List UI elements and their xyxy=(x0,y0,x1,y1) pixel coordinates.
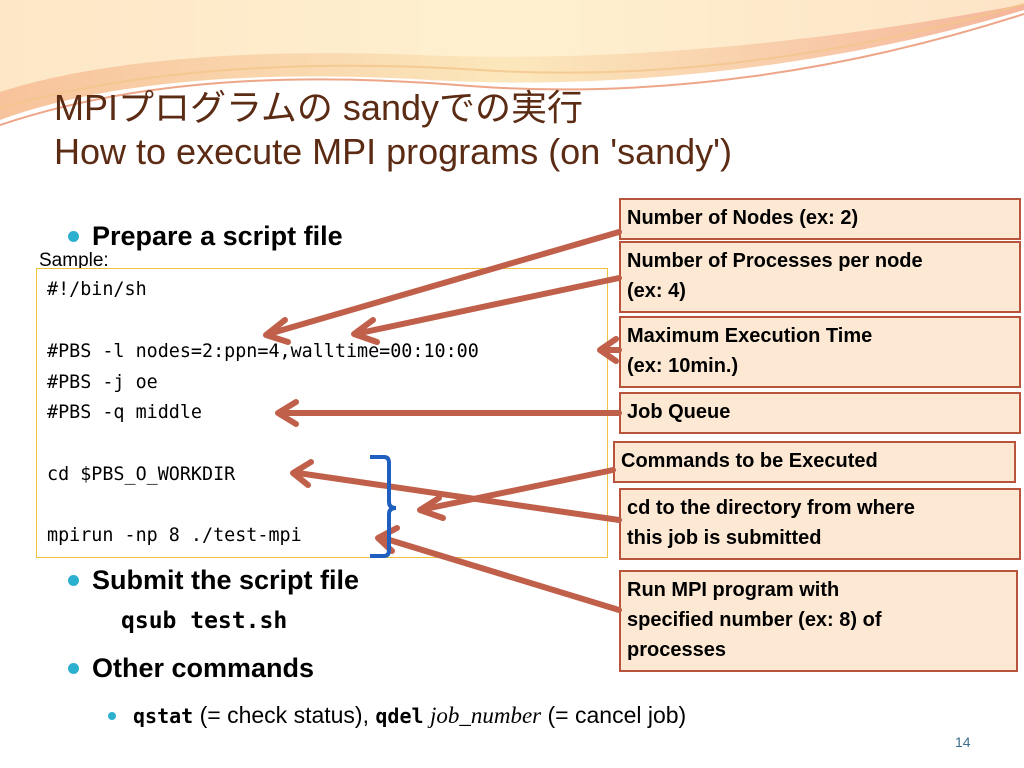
arrow-to-mpirun xyxy=(380,535,622,613)
callout-queue: Job Queue xyxy=(619,392,1021,434)
callout-commands: Commands to be Executed xyxy=(613,441,1016,483)
bullet-submit: Submit the script file xyxy=(68,564,360,596)
callout-commands-text: Commands to be Executed xyxy=(621,450,878,472)
script-line-mpirun: mpirun -np 8 ./test-mpi xyxy=(47,525,302,546)
qstat-command: qstat xyxy=(133,704,194,728)
arrow-to-walltime-head xyxy=(597,336,619,364)
bullet-prepare-label: Prepare a script file xyxy=(92,221,343,251)
script-line-shebang: #!/bin/sh xyxy=(47,279,147,300)
title-line-japanese: MPIプログラムの sandyでの実行 xyxy=(54,87,583,128)
callout-processes: Number of Processes per node (ex: 4) xyxy=(619,241,1021,313)
script-line-join: #PBS -j oe xyxy=(47,372,158,393)
callout-mpirun-line2: specified number (ex: 8) of xyxy=(627,609,882,631)
qdel-description: (= cancel job) xyxy=(541,702,687,728)
submit-command: qsub test.sh xyxy=(121,608,288,634)
bullet-dot-icon xyxy=(68,231,79,242)
arrow-to-cd-head xyxy=(290,459,314,488)
qdel-argument: job_number xyxy=(429,703,542,728)
callout-cd-line2: this job is submitted xyxy=(627,527,822,549)
bullet-prepare: Prepare a script file xyxy=(68,220,343,252)
brace-icon xyxy=(370,455,397,558)
callout-mpirun: Run MPI program with specified number (e… xyxy=(619,570,1018,672)
callout-processes-line1: Number of Processes per node xyxy=(627,250,923,272)
slide-title: MPIプログラムの sandyでの実行 How to execute MPI p… xyxy=(54,86,732,174)
arrow-to-ppn xyxy=(357,275,622,336)
sample-label: Sample: xyxy=(39,250,109,271)
callout-processes-line2: (ex: 4) xyxy=(627,280,686,302)
callout-nodes-text: Number of Nodes (ex: 2) xyxy=(627,207,859,229)
callout-walltime-line2: (ex: 10min.) xyxy=(627,355,739,377)
title-line-english: How to execute MPI programs (on 'sandy') xyxy=(54,131,733,172)
arrow-to-brace-head xyxy=(417,495,446,521)
qstat-description: (= check status), xyxy=(193,702,376,728)
callout-cd-line1: cd to the directory from where xyxy=(627,497,915,519)
callout-mpirun-line3: processes xyxy=(627,639,726,661)
bullet-submit-label: Submit the script file xyxy=(92,565,360,595)
callout-mpirun-line1: Run MPI program with xyxy=(627,579,840,601)
arrow-to-nodes-head xyxy=(263,317,291,345)
callout-nodes: Number of Nodes (ex: 2) xyxy=(619,198,1021,240)
callout-walltime: Maximum Execution Time (ex: 10min.) xyxy=(619,316,1021,388)
arrow-to-cd xyxy=(295,470,622,523)
bullet-dot-icon xyxy=(68,663,79,674)
arrow-to-brace xyxy=(422,467,616,512)
arrow-to-nodes xyxy=(269,229,622,336)
sub-bullet-dot-icon xyxy=(108,712,116,720)
script-line-resources: #PBS -l nodes=2:ppn=4,walltime=00:10:00 xyxy=(47,341,479,362)
bullet-other-label: Other commands xyxy=(92,653,315,683)
qdel-command: qdel xyxy=(375,704,424,728)
callout-queue-text: Job Queue xyxy=(627,401,731,423)
script-line-queue: #PBS -q middle xyxy=(47,402,203,423)
arrow-to-ppn-head xyxy=(351,317,380,345)
script-line-cd: cd $PBS_O_WORKDIR xyxy=(47,464,236,485)
bullet-other: Other commands xyxy=(68,652,315,684)
bullet-dot-icon xyxy=(68,575,79,586)
page-number: 14 xyxy=(955,734,971,750)
callout-cd: cd to the directory from where this job … xyxy=(619,488,1021,560)
arrow-to-queue-head xyxy=(275,399,299,427)
other-commands-row: qstat (= check status), qdel job_number … xyxy=(108,700,687,731)
callout-walltime-line1: Maximum Execution Time xyxy=(627,325,873,347)
